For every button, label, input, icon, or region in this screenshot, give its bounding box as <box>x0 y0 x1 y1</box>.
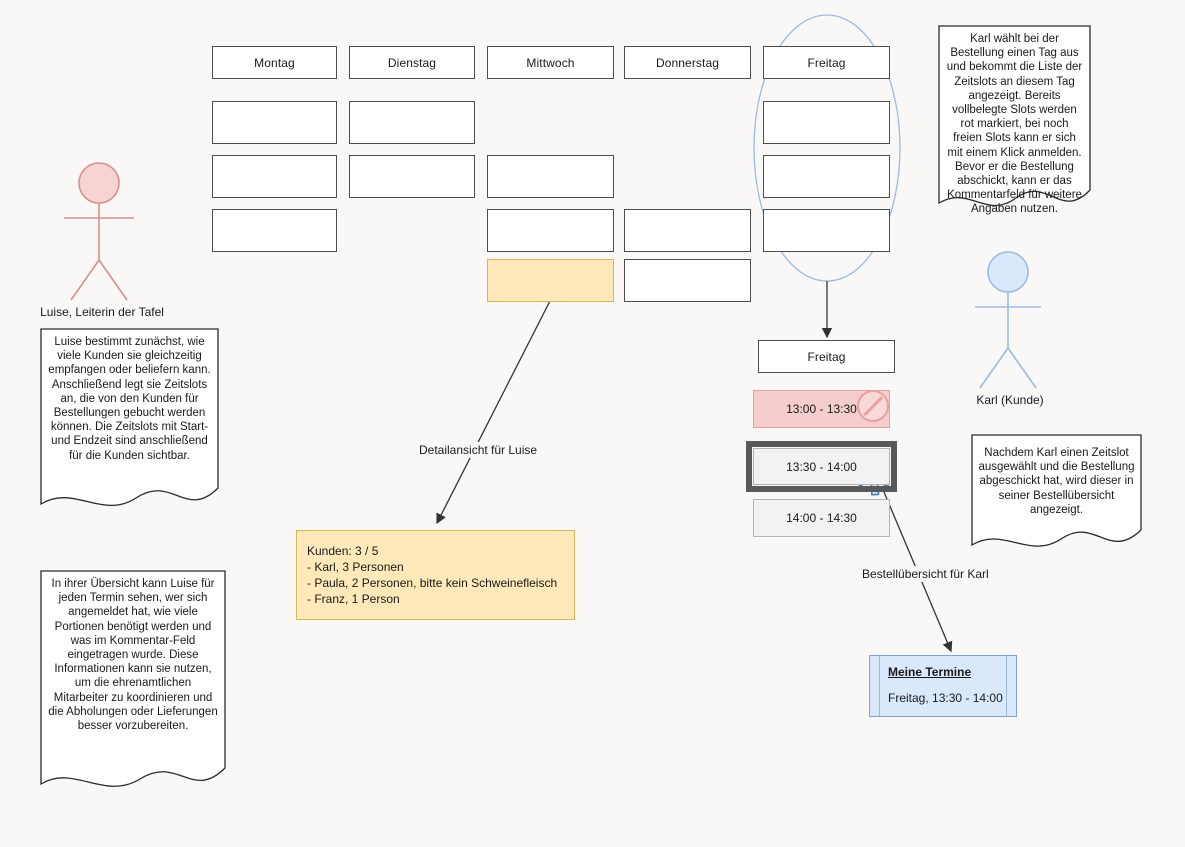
termine-rail-right <box>1006 656 1016 716</box>
week-cell-freitag-1[interactable] <box>763 101 890 144</box>
note-luise-setup-text: Luise bestimmt zunächst, wie viele Kunde… <box>48 336 211 462</box>
week-cell-freitag-2[interactable] <box>763 155 890 198</box>
detail-view-panel: Kunden: 3 / 5 - Karl, 3 Personen - Paula… <box>296 530 575 620</box>
meine-termine-entry: Freitag, 13:30 - 14:00 <box>888 691 1003 705</box>
actor-luise-label: Luise, Leiterin der Tafel <box>40 305 164 319</box>
week-cell-montag-3[interactable] <box>212 209 337 252</box>
week-cell-montag-1[interactable] <box>212 101 337 144</box>
edge-label-detailansicht: Detailansicht für Luise <box>416 442 541 458</box>
week-cell-freitag-3[interactable] <box>763 209 890 252</box>
meine-termine-title: Meine Termine <box>888 665 972 679</box>
day-header-montag[interactable]: Montag <box>212 46 337 79</box>
time-slot-selected[interactable]: 13:30 - 14:00 <box>753 448 890 485</box>
actor-karl-label: Karl (Kunde) <box>976 393 1044 407</box>
termine-rail-left <box>870 656 880 716</box>
note-karl-confirmation-text: Nachdem Karl einen Zeitslot ausgewählt u… <box>978 447 1135 516</box>
day-header-donnerstag[interactable]: Donnerstag <box>624 46 751 79</box>
note-luise-overview: In ihrer Übersicht kann Luise für jeden … <box>40 570 226 802</box>
day-header-freitag[interactable]: Freitag <box>763 46 890 79</box>
week-cell-montag-2[interactable] <box>212 155 337 198</box>
time-slot-selection-frame <box>746 441 897 492</box>
luise-stick-figure-icon <box>64 162 134 301</box>
note-karl-booking: Karl wählt bei der Bestellung einen Tag … <box>938 25 1091 220</box>
detail-line-karl: - Karl, 3 Personen <box>307 560 404 574</box>
connector-cell-to-detail <box>436 294 554 525</box>
note-karl-booking-text: Karl wählt bei der Bestellung einen Tag … <box>946 33 1083 216</box>
actor-karl: Karl (Kunde) <box>955 250 1065 410</box>
week-cell-donnerstag-2[interactable] <box>624 259 751 302</box>
actor-luise: Luise, Leiterin der Tafel <box>40 160 173 320</box>
time-slot-booked-label: 13:00 - 13:30 <box>786 402 857 416</box>
week-cell-dienstag-2[interactable] <box>349 155 475 198</box>
no-entry-icon <box>857 390 889 422</box>
note-luise-overview-text: In ihrer Übersicht kann Luise für jeden … <box>48 578 218 733</box>
week-cell-dienstag-1[interactable] <box>349 101 475 144</box>
time-slot-free-label: 14:00 - 14:30 <box>786 511 857 525</box>
detail-line-kunden: Kunden: 3 / 5 <box>307 544 379 558</box>
week-cell-donnerstag-1[interactable] <box>624 209 751 252</box>
day-header-mittwoch[interactable]: Mittwoch <box>487 46 614 79</box>
termine-body: Meine Termine Freitag, 13:30 - 14:00 <box>880 656 1006 716</box>
detail-line-paula: - Paula, 2 Personen, bitte kein Schweine… <box>307 576 558 590</box>
week-cell-mittwoch-2[interactable] <box>487 209 614 252</box>
karl-stick-figure-icon <box>975 251 1041 389</box>
meine-termine-card[interactable]: Meine Termine Freitag, 13:30 - 14:00 <box>869 655 1017 717</box>
note-karl-confirmation: Nachdem Karl einen Zeitslot ausgewählt u… <box>971 434 1142 560</box>
day-header-dienstag[interactable]: Dienstag <box>349 46 475 79</box>
note-luise-setup: Luise bestimmt zunächst, wie viele Kunde… <box>40 328 219 521</box>
edge-label-bestelluebersicht: Bestellübersicht für Karl <box>859 566 992 582</box>
week-cell-mittwoch-3-selected[interactable] <box>487 259 614 302</box>
selected-day-box[interactable]: Freitag <box>758 340 895 373</box>
time-slot-free[interactable]: 14:00 - 14:30 <box>753 499 890 537</box>
detail-line-franz: - Franz, 1 Person <box>307 592 400 606</box>
time-slot-selected-label: 13:30 - 14:00 <box>786 459 857 474</box>
week-cell-mittwoch-1[interactable] <box>487 155 614 198</box>
